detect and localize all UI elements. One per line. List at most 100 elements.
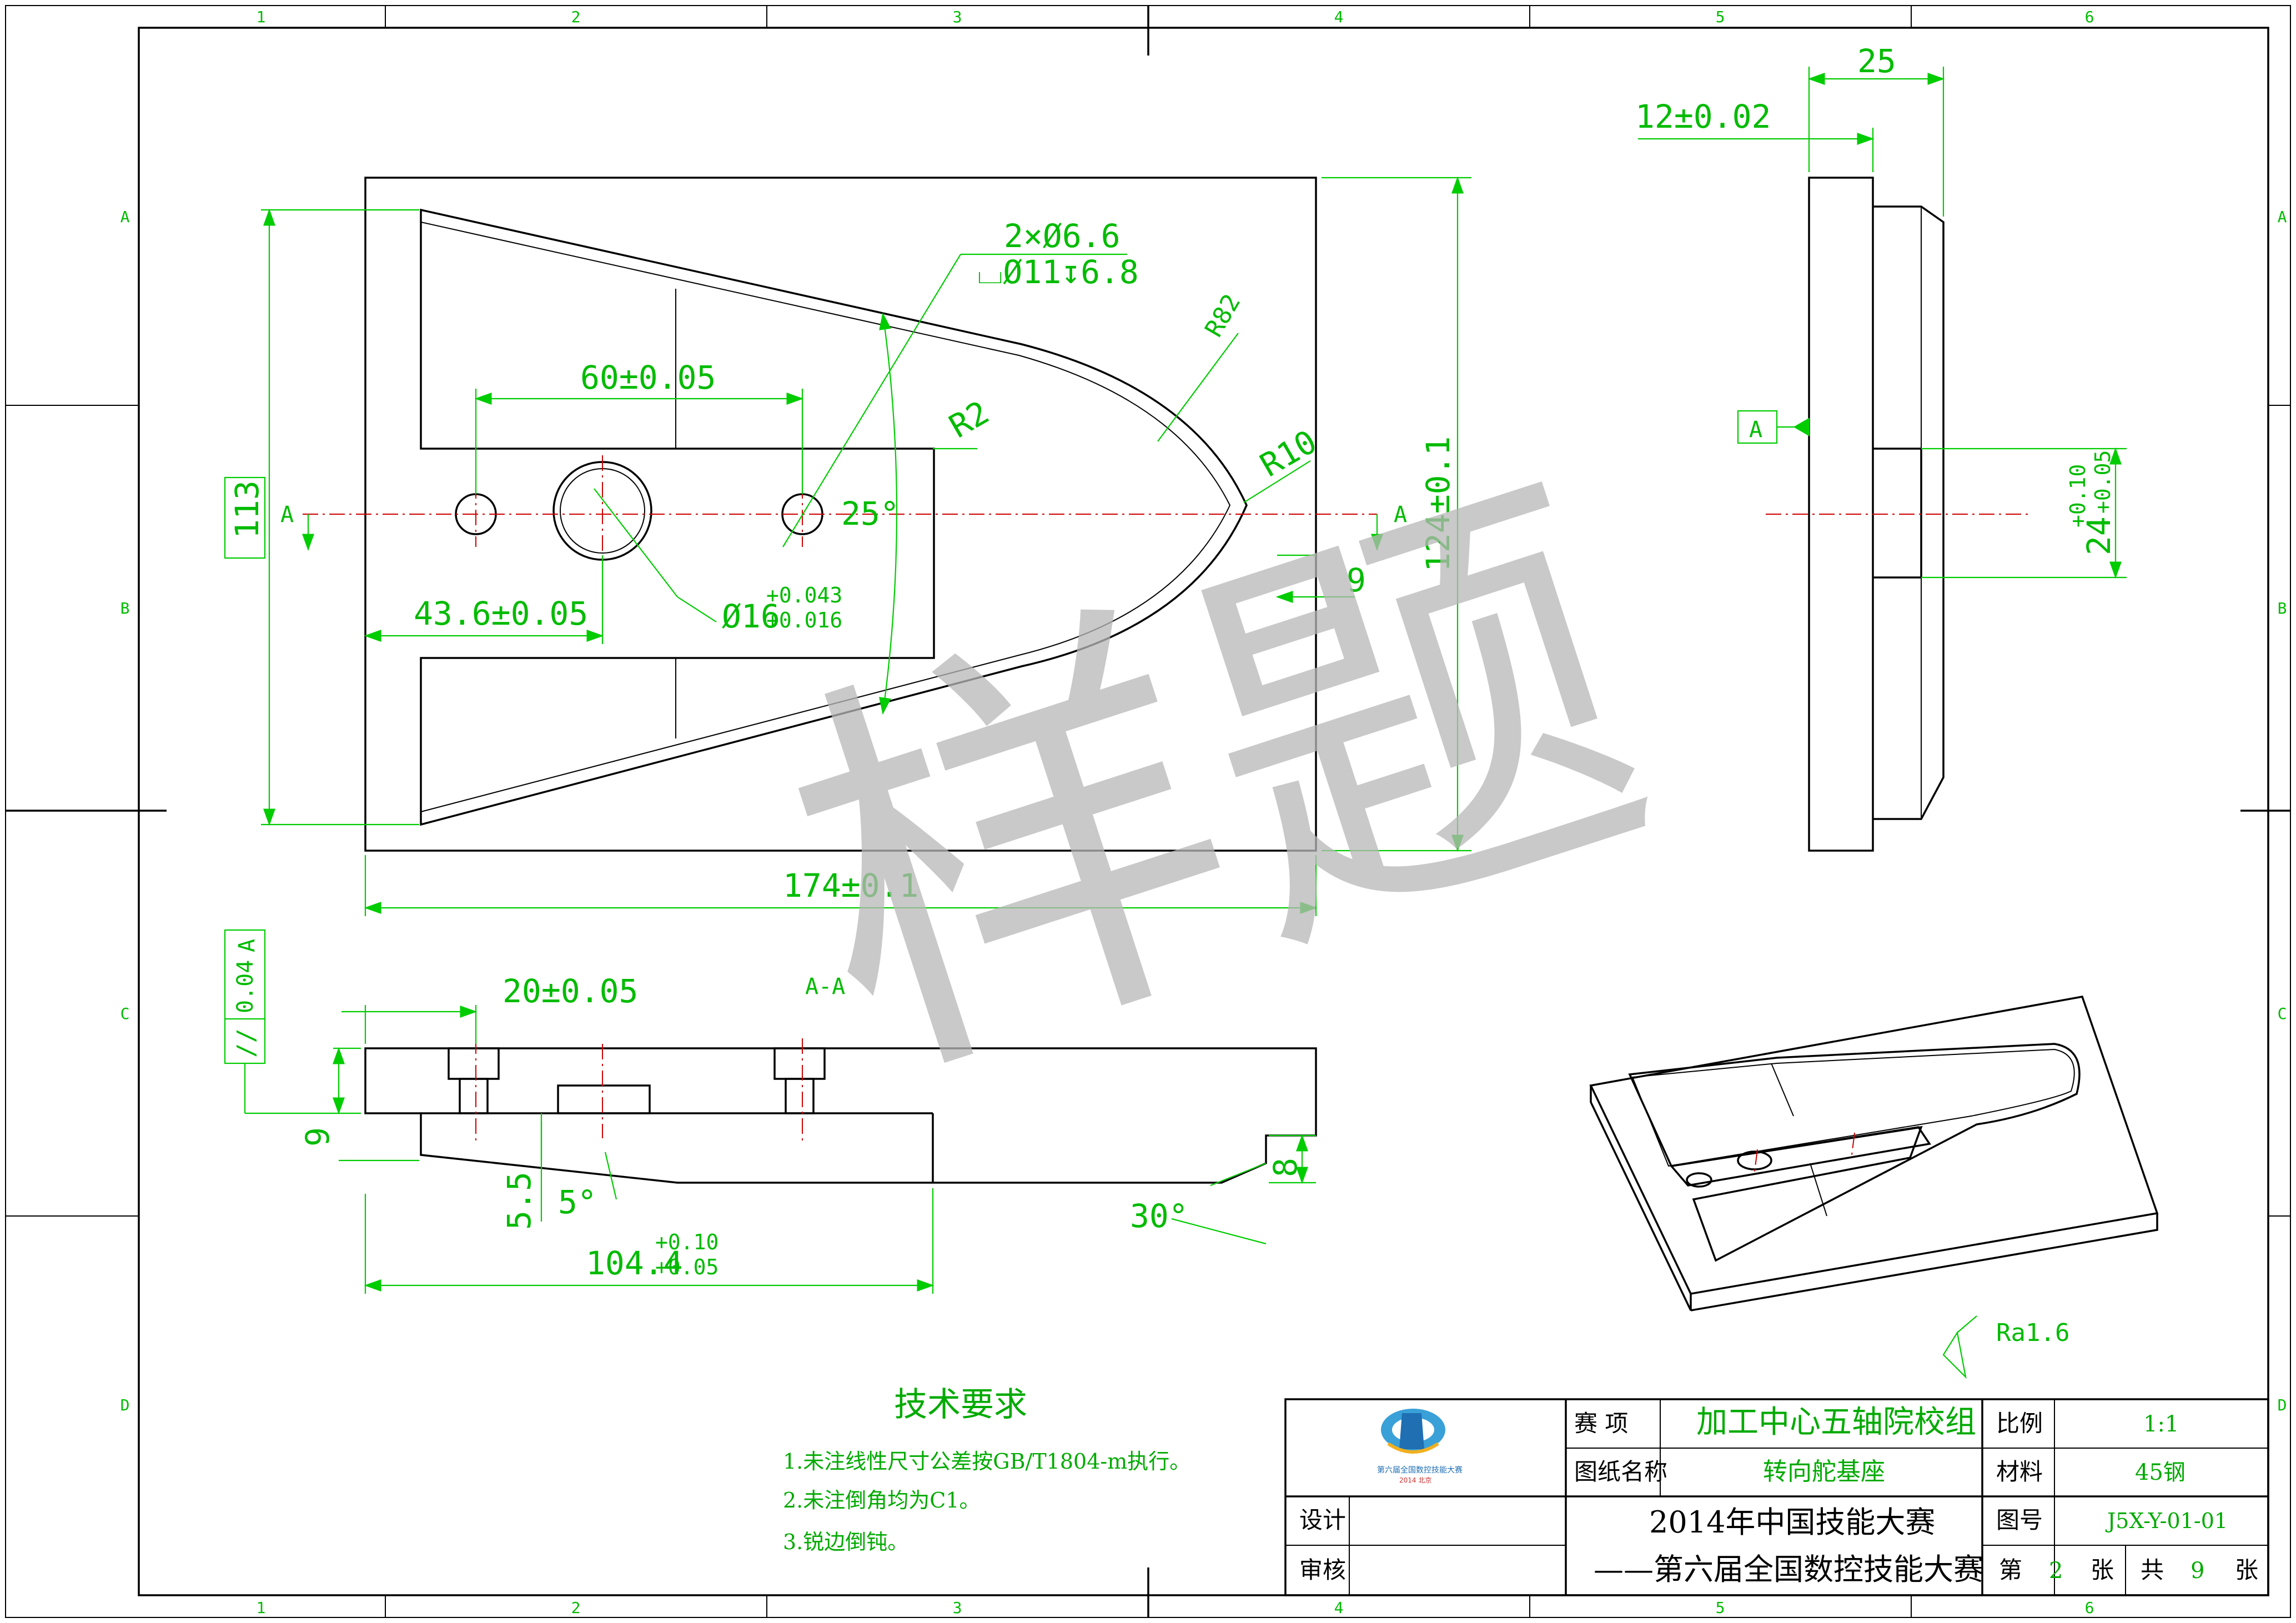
tol-symbol: // (232, 1028, 260, 1058)
dim-9-front: 9 (1347, 561, 1366, 599)
title-block-logo: 第六届全国数控技能大赛 2014 北京 (1377, 1409, 1463, 1484)
dim-r2: R2 (943, 393, 995, 445)
row-label-c: C (120, 1004, 130, 1023)
section-mark-right: A (1394, 502, 1407, 527)
front-taper-inner (420, 222, 1231, 812)
col-label-4b: 4 (1334, 1599, 1344, 1617)
event-label: 赛 项 (1574, 1410, 1628, 1437)
border-labels: 1 2 3 4 5 6 1 2 3 4 5 6 A B C D A B C D (120, 8, 2287, 1617)
material-value: 45钢 (2135, 1460, 2186, 1485)
row-label-b-r: B (2278, 599, 2287, 617)
section-dimensions (224, 929, 1316, 1294)
row-label-d: D (120, 1396, 130, 1414)
dim-113: 113 (228, 480, 266, 539)
col-label-4: 4 (1334, 8, 1344, 26)
col-label-3: 3 (953, 8, 962, 26)
side-profile (1873, 205, 1945, 820)
total-unit: 张 (2235, 1556, 2258, 1584)
outer-frame (5, 5, 2291, 1618)
sheet-no: 2 (2049, 1558, 2063, 1584)
tech-title: 技术要求 (894, 1385, 1027, 1424)
dim-24-upper: +0.10 (2066, 464, 2090, 527)
front-taper-pocket (420, 208, 1248, 826)
tech-requirements: 技术要求 1.未注线性尺寸公差按GB/T1804-m执行。 2.未注倒角均为C1… (783, 1385, 1190, 1554)
dim-24: 24 (2080, 516, 2118, 555)
side-dim-text: 25 12±0.02 A 24 +0.10 +0.05 (1635, 42, 2118, 555)
col-label-6: 6 (2085, 8, 2094, 26)
dim-hole-spec-2: ⌴Ø11↧6.8 (977, 253, 1139, 291)
drawing-name-label: 图纸名称 (1574, 1458, 1667, 1485)
section-dim-text: A-A 20±0.05 0.04 A // 9 5.5 5° 8 30° 104… (232, 939, 1304, 1282)
dim-bore-upper: +0.043 (766, 583, 842, 607)
tech-item-1: 1.未注线性尺寸公差按GB/T1804-m执行。 (783, 1449, 1190, 1474)
dim-104-lower: +0.05 (655, 1255, 719, 1279)
tol-datum: A (234, 939, 260, 952)
col-label-5: 5 (1716, 8, 1725, 26)
dim-12: 12±0.02 (1635, 98, 1771, 135)
row-label-d-r: D (2278, 1396, 2287, 1414)
col-label-2b: 2 (571, 1599, 581, 1617)
drawing-no-value: J5X-Y-01-01 (2105, 1509, 2228, 1533)
row-label-a: A (120, 208, 130, 226)
scale-value: 1:1 (2143, 1411, 2179, 1437)
title-block-text: 赛 项 加工中心五轴院校组 图纸名称 转向舵基座 比例 1:1 材料 45钢 图… (1299, 1404, 2258, 1587)
dim-r10: R10 (1254, 423, 1323, 484)
logo-caption-2: 2014 北京 (1399, 1476, 1431, 1484)
section-title: A-A (805, 974, 845, 999)
title-block (1284, 1398, 2269, 1596)
datum-a: A (1749, 417, 1762, 443)
side-view (1766, 177, 2032, 852)
col-label-6b: 6 (2085, 1599, 2094, 1617)
section-view (364, 1038, 1317, 1184)
side-dimensions (1638, 67, 2127, 579)
dim-bore: Ø16 (722, 597, 780, 635)
dim-124: 124±0.1 (1419, 436, 1457, 572)
review-label: 审核 (1299, 1556, 1346, 1584)
section-mark-left: A (280, 502, 294, 527)
drawing-name-value: 转向舵基座 (1763, 1458, 1885, 1486)
competition-line2: ——第六届全国数控技能大赛 (1594, 1552, 1983, 1587)
roughness-symbol (1942, 1315, 1977, 1379)
dim-8: 8 (1267, 1158, 1304, 1177)
dim-24-lower: +0.05 (2091, 450, 2115, 514)
dim-5-5: 5.5 (500, 1172, 538, 1230)
row-label-a-r: A (2278, 208, 2287, 226)
col-label-1b: 1 (257, 1599, 266, 1617)
dim-25deg: 25° (841, 495, 900, 532)
isometric-view (1589, 996, 2159, 1312)
front-dimensions (224, 176, 1471, 916)
scale-label: 比例 (1996, 1410, 2043, 1437)
competition-line1: 2014年中国技能大赛 (1649, 1505, 1935, 1540)
front-view (303, 177, 1377, 852)
drawing-no-label: 图号 (1996, 1506, 2043, 1534)
dim-43-6: 43.6±0.05 (414, 595, 588, 632)
dim-25: 25 (1857, 42, 1896, 80)
col-label-2: 2 (571, 8, 581, 26)
col-label-3b: 3 (953, 1599, 962, 1617)
dim-9-section: 9 (299, 1127, 336, 1147)
row-label-b: B (120, 599, 130, 617)
dim-hole-spec-1: 2×Ø6.6 (1004, 217, 1121, 255)
roughness-text: Ra1.6 (1996, 1319, 2069, 1347)
dim-60: 60±0.05 (580, 359, 716, 396)
logo-caption-1: 第六届全国数控技能大赛 (1377, 1465, 1463, 1475)
event-value: 加工中心五轴院校组 (1696, 1404, 1976, 1440)
total-no: 9 (2191, 1558, 2204, 1584)
col-label-5b: 5 (1716, 1599, 1725, 1617)
col-label-1: 1 (257, 8, 266, 26)
material-label: 材料 (1996, 1458, 2043, 1485)
tech-item-2: 2.未注倒角均为C1。 (783, 1488, 981, 1513)
tol-value: 0.04 (233, 960, 258, 1013)
dim-30deg: 30° (1130, 1197, 1188, 1235)
tech-item-3: 3.锐边倒钝。 (783, 1530, 908, 1554)
dim-5deg: 5° (558, 1183, 597, 1221)
row-label-c-r: C (2278, 1004, 2287, 1023)
sheet-prefix: 第 (1999, 1556, 2022, 1584)
dim-20: 20±0.05 (503, 972, 638, 1010)
total-prefix: 共 (2141, 1556, 2164, 1584)
dim-104: 104.4 (586, 1244, 683, 1282)
section-body (364, 1047, 1317, 1184)
dim-bore-lower: +0.016 (766, 608, 842, 632)
dim-174: 174±0.1 (783, 867, 918, 905)
